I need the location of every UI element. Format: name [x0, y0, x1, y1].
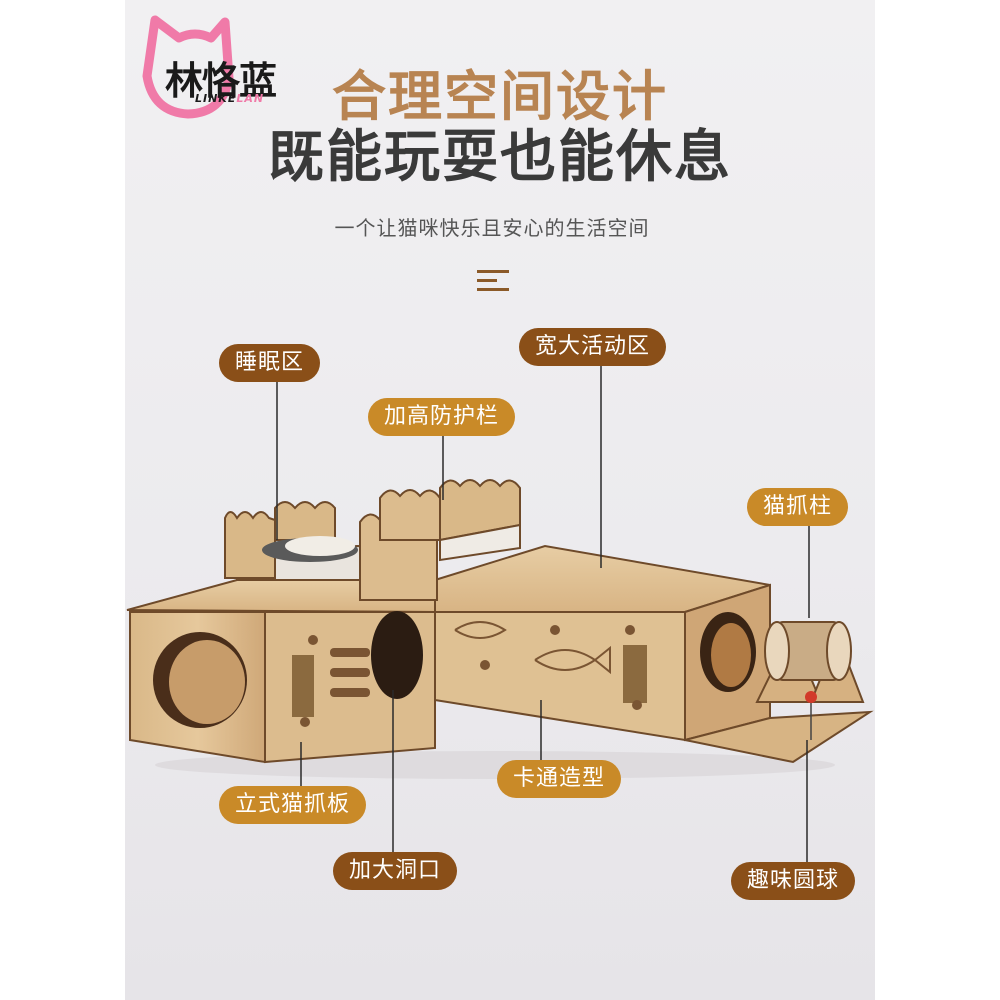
brand-sub: LINKELAN — [195, 92, 265, 105]
callout-ball: 趣味圆球 — [731, 862, 856, 900]
callout-cartoon: 卡通造型 — [497, 760, 622, 798]
tagline: 一个让猫咪快乐且安心的生活空间 — [334, 216, 650, 240]
callout-post: 猫抓柱 — [747, 488, 849, 526]
callout-hole: 加大洞口 — [333, 852, 458, 890]
brand-logo: 林恪蓝 LINKELAN — [133, 8, 293, 123]
headline-line1: 合理空间设计 — [332, 65, 668, 128]
menu-lines-icon — [477, 270, 509, 292]
cat-ear-logo-icon — [142, 15, 234, 119]
cat-house-illustration — [126, 364, 874, 862]
callout-sleep: 睡眠区 — [219, 344, 321, 382]
callout-activity: 宽大活动区 — [519, 328, 667, 366]
callout-fence: 加高防护栏 — [368, 398, 516, 436]
brand-name: 林恪蓝 — [165, 59, 277, 103]
poster-canvas: 林恪蓝 LINKELAN 合理空间设计 既能玩耍也能休息 一个让猫咪快乐且安心的… — [125, 0, 875, 1000]
headline-line2: 既能玩耍也能休息 — [268, 125, 732, 190]
callout-board: 立式猫抓板 — [219, 786, 367, 824]
